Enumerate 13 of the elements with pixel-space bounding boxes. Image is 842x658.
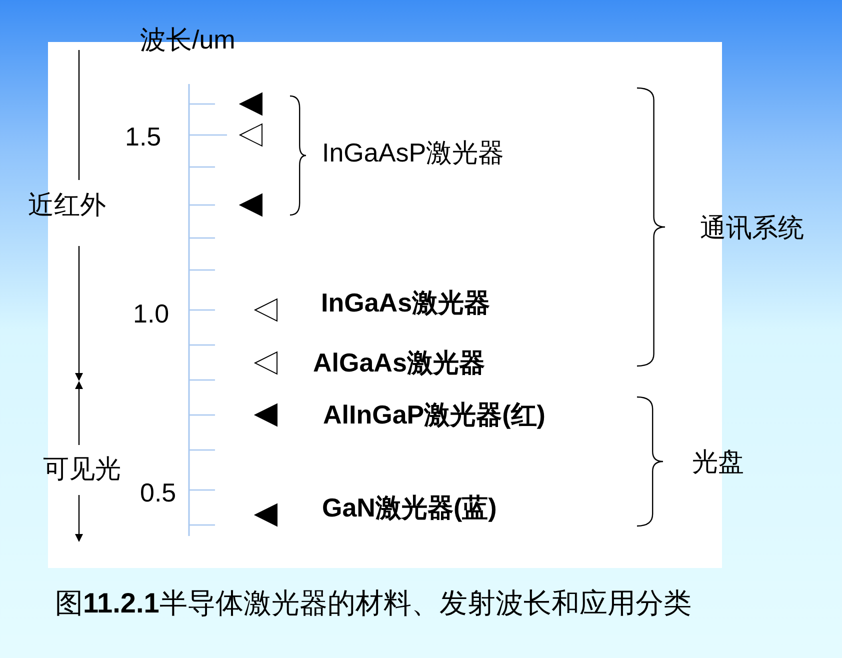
tick-label: 1.0: [133, 300, 170, 328]
tick-label: 1.5: [125, 122, 162, 152]
application-label: 光盘: [692, 448, 744, 476]
caption: 图11.2.1半导体激光器的材料、发射波长和应用分类: [55, 588, 692, 620]
laser-label: AlGaAs激光器: [313, 348, 485, 378]
laser-label: AlInGaP激光器(红): [323, 400, 546, 430]
range-label: 近红外: [28, 190, 106, 220]
range-label: 可见光: [43, 454, 121, 484]
tick-label: 0.5: [140, 478, 176, 508]
application-label: 通讯系统: [700, 214, 804, 242]
laser-label: InGaAsP激光器: [322, 138, 504, 168]
laser-label: InGaAs激光器: [321, 288, 490, 318]
laser-label: GaN激光器(蓝): [322, 494, 497, 522]
